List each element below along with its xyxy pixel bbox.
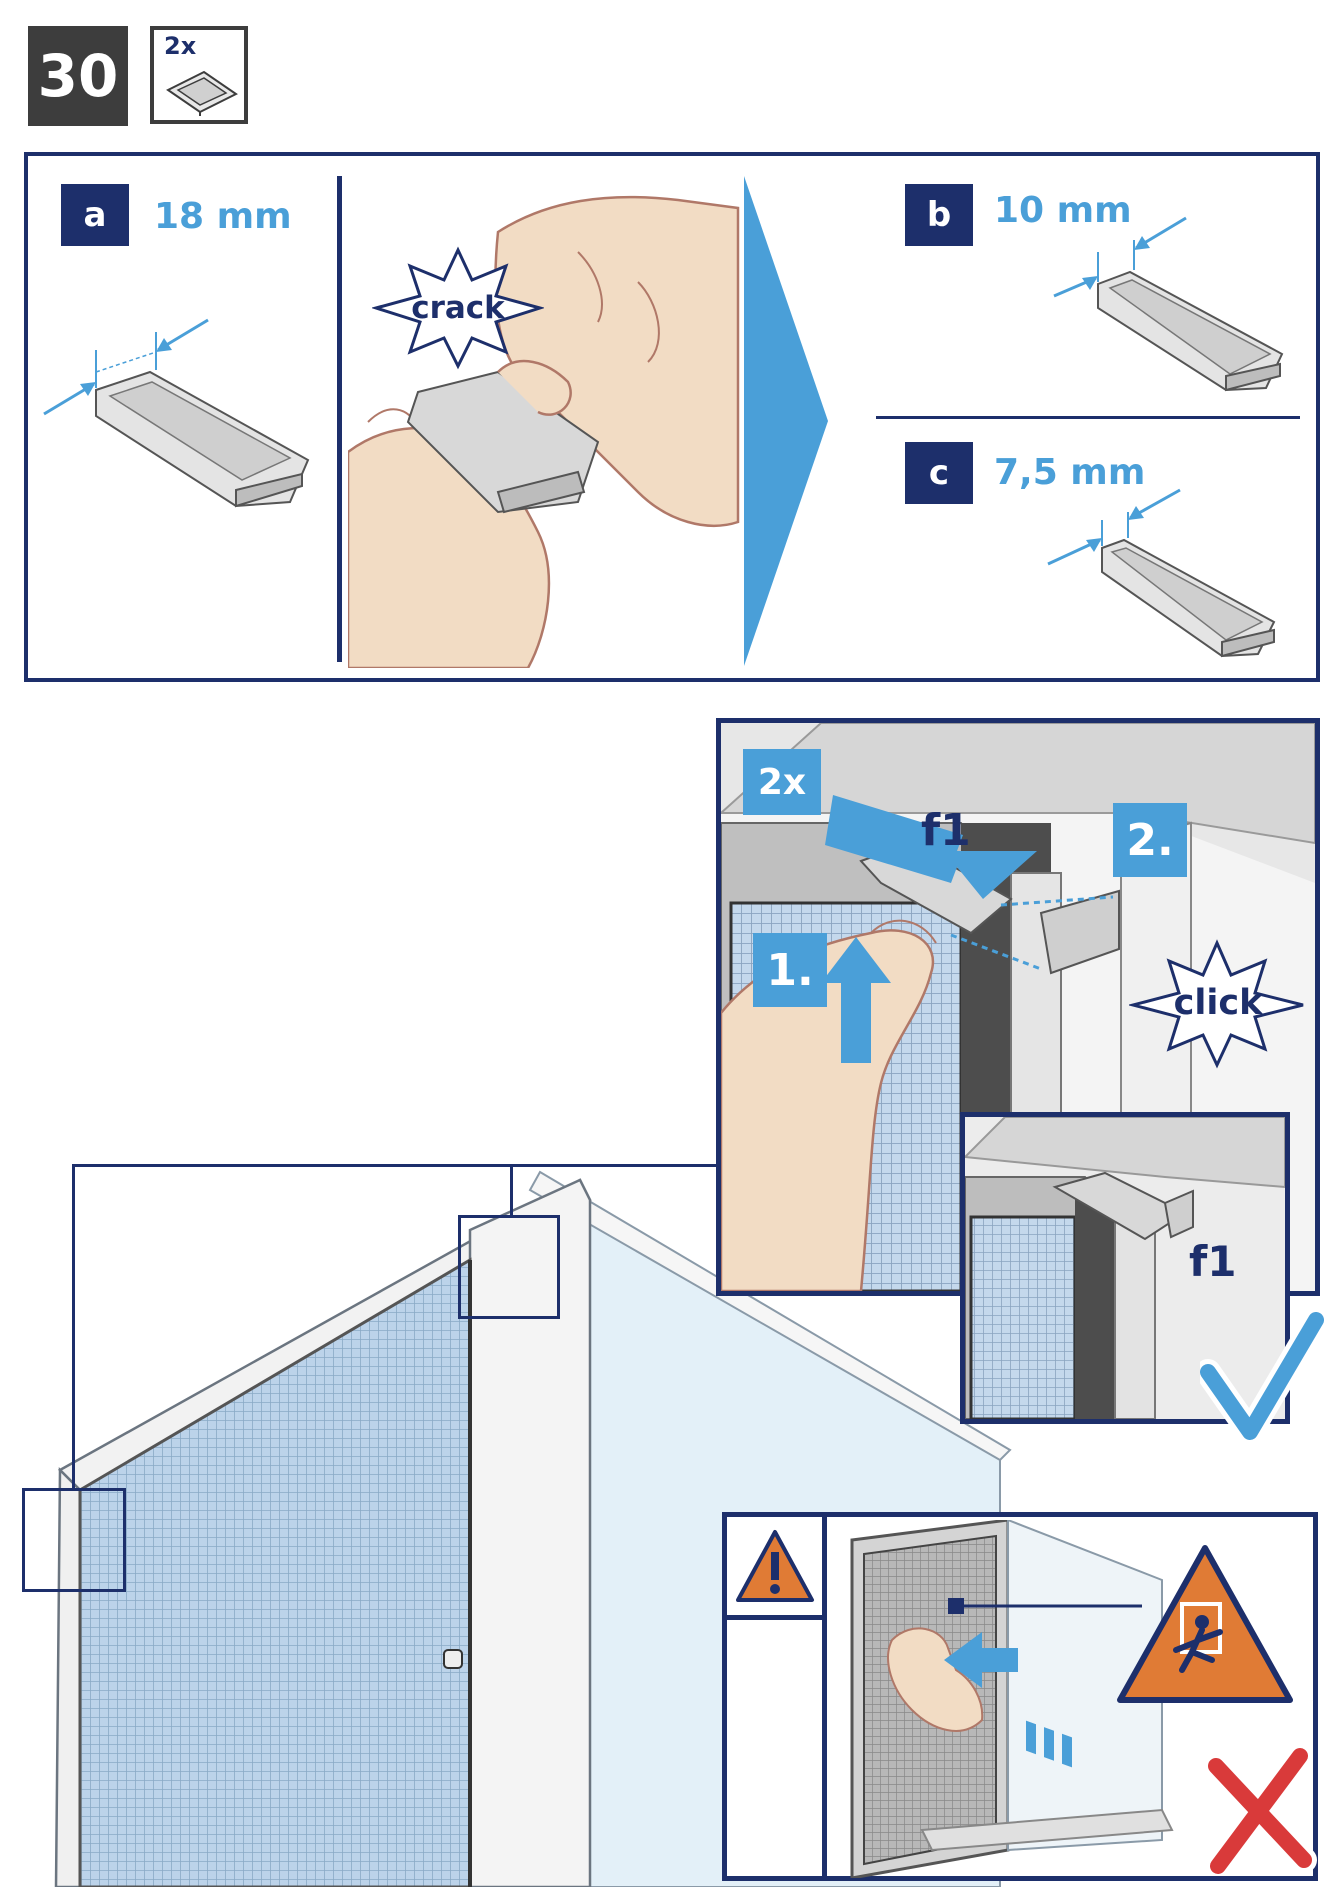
trim-instruction-panel bbox=[24, 152, 1320, 682]
quantity-box: 2x bbox=[150, 26, 248, 124]
fall-hazard-icon bbox=[1117, 1545, 1293, 1703]
warning-divider bbox=[822, 1512, 827, 1881]
crack-label: crack bbox=[411, 290, 505, 326]
detail-quantity-badge: 2x bbox=[743, 749, 821, 815]
step-2-badge: 2. bbox=[1113, 803, 1187, 877]
clip-part-icon bbox=[166, 70, 238, 116]
hand-pushing-screen-illustration bbox=[850, 1520, 1174, 1878]
warning-triangle-icon bbox=[736, 1530, 814, 1602]
clip-18mm-illustration bbox=[43, 318, 310, 508]
option-b-measurement: 10 mm bbox=[994, 190, 1132, 231]
clip-10mm-illustration bbox=[1053, 216, 1284, 392]
installed-clip-illustration bbox=[965, 1117, 1285, 1419]
top-corner-highlight bbox=[458, 1215, 560, 1319]
side-corner-highlight bbox=[22, 1488, 126, 1592]
warning-divider-horizontal bbox=[722, 1615, 826, 1620]
panel-divider bbox=[337, 176, 342, 662]
cross-icon bbox=[1203, 1743, 1317, 1876]
quantity-label: 2x bbox=[164, 32, 197, 60]
option-a-measurement: 18 mm bbox=[154, 196, 292, 237]
option-c-measurement: 7,5 mm bbox=[994, 452, 1146, 493]
callout-line-horizontal bbox=[72, 1164, 716, 1167]
installed-result-panel: f1 bbox=[960, 1112, 1290, 1424]
result-arrow-icon bbox=[744, 176, 828, 666]
step-number: 30 bbox=[28, 26, 128, 126]
checkmark-icon bbox=[1200, 1312, 1324, 1442]
crack-starburst bbox=[372, 246, 544, 370]
option-a-badge: a bbox=[61, 184, 129, 246]
clip-7-5mm-illustration bbox=[1047, 488, 1276, 658]
callout-line-vertical bbox=[72, 1164, 75, 1490]
click-starburst bbox=[1129, 939, 1304, 1069]
option-divider bbox=[876, 416, 1300, 419]
option-c-badge: c bbox=[905, 442, 973, 504]
hands-breaking-clip-illustration bbox=[348, 195, 740, 668]
option-b-badge: b bbox=[905, 184, 973, 246]
callout-line-short bbox=[510, 1164, 513, 1216]
step-1-badge: 1. bbox=[753, 933, 827, 1007]
detail-part-label: f1 bbox=[921, 805, 971, 856]
click-label: click bbox=[1173, 983, 1263, 1023]
inset-part-label: f1 bbox=[1189, 1237, 1237, 1286]
